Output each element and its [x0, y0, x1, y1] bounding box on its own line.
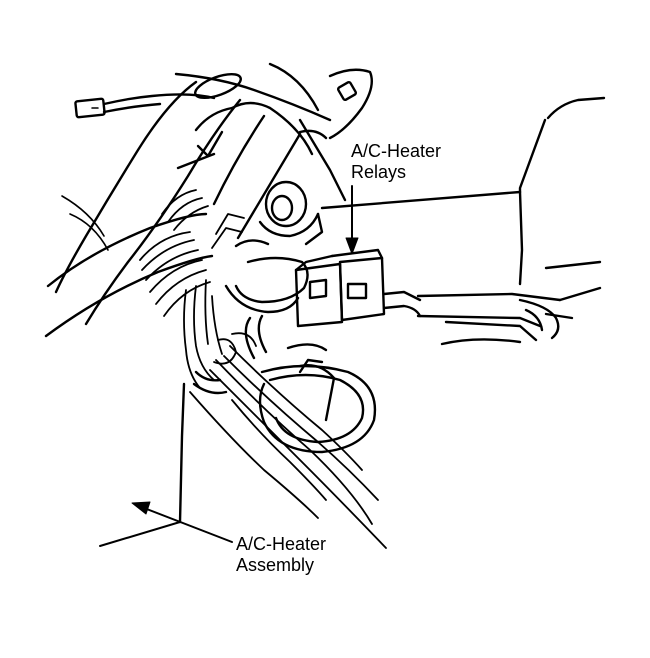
- corrugated-hose: [139, 189, 245, 317]
- assembly-label: A/C-Heater Assembly: [236, 534, 326, 576]
- hose-left: [54, 73, 242, 326]
- relays-label-line2: Relays: [351, 162, 407, 182]
- relay-cluster: [294, 248, 422, 328]
- wire-bundle-right: [416, 286, 602, 346]
- grommet-cluster: [224, 180, 324, 314]
- hanging-wires: [183, 279, 257, 389]
- long-wires: [189, 345, 387, 549]
- dashboard-outline: [298, 96, 606, 286]
- relays-label: A/C-Heater Relays: [351, 141, 441, 183]
- upper-bracket: [298, 68, 373, 140]
- relays-leader: [345, 185, 359, 255]
- lower-wire-loops: [192, 314, 377, 454]
- relays-label-line1: A/C-Heater: [351, 141, 442, 161]
- wire-top-loop: [174, 62, 332, 122]
- assembly-leader: [99, 501, 233, 547]
- assembly-label-line2: Assembly: [236, 555, 315, 575]
- hose-middle: [176, 101, 314, 240]
- top-connector-wire: [74, 93, 216, 119]
- assembly-label-line1: A/C-Heater: [236, 534, 327, 554]
- assembly-housing-edge: [178, 382, 186, 524]
- pipe-bottom-left: [44, 212, 214, 338]
